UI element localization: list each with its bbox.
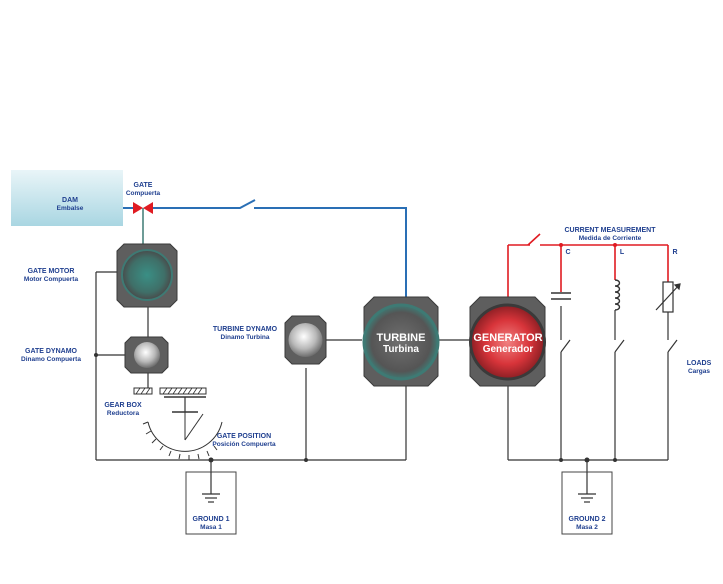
loads-subtitle: Cargas [687,368,711,376]
generator-label: GENERATOR Generador [468,332,548,355]
gate-valve-icon [133,202,153,244]
load-l-label: L [617,249,627,257]
ground2-subtitle: Masa 2 [576,524,598,532]
gate-title: GATE [133,182,153,189]
gate-motor-title: GATE MOTOR [27,268,75,275]
turbine-title: TURBINE [376,332,426,344]
dam-reservoir [11,170,123,226]
gear-box-icon [133,387,207,413]
ground1-subtitle: Masa 1 [200,524,222,532]
turbine-dynamo-subtitle: Dinamo Turbina [220,334,270,342]
current-measurement-title: CURRENT MEASUREMENT [564,227,656,234]
power-line [507,233,669,297]
gear-box-title: GEAR BOX [104,402,142,409]
gate-subtitle: Compuerta [125,190,161,198]
power-junctions [559,243,617,247]
dam-subtitle: Embalse [56,205,84,213]
control-wiring [95,271,678,472]
loads-label: LOADS Cargas [684,360,714,376]
gate-position-gear-icon [142,412,223,460]
gate-dynamo-subtitle: Dinamo Compuerta [21,356,81,364]
water-line [123,199,407,297]
dam-title: DAM [62,197,78,204]
gate-motor-label: GATE MOTOR Motor Compuerta [16,268,86,284]
dam-label: DAM Embalse [45,197,95,213]
gate-position-label: GATE POSITION Posición Compuerta [212,433,276,449]
load-c-label: C [563,249,573,257]
gate-dynamo-title: GATE DYNAMO [25,348,77,355]
inductor-icon [614,279,621,311]
turbine-dynamo-label: TURBINE DYNAMO Dinamo Turbina [210,326,280,342]
turbine-dynamo [284,315,327,365]
turbine-label: TURBINE Turbina [366,332,436,355]
current-measurement-label: CURRENT MEASUREMENT Medida de Corriente [562,227,658,243]
load-r-text: R [672,249,678,256]
gate-position-title: GATE POSITION [216,433,272,440]
ground1-icon [202,472,220,503]
generator [469,296,546,387]
turbine-dynamo-title: TURBINE DYNAMO [212,326,278,333]
load-l-text: L [619,249,625,256]
generator-subtitle: Generador [482,344,534,356]
ground2-title: GROUND 2 [568,516,606,523]
gear-box-subtitle: Reductora [106,410,140,418]
gate-motor [116,243,178,308]
gate-position-subtitle: Posición Compuerta [212,441,276,449]
current-measurement-subtitle: Medida de Corriente [578,235,642,243]
ground2-icon [578,472,596,503]
gate-label: GATE Compuerta [118,182,168,198]
ground1-title: GROUND 1 [192,516,230,523]
turbine [362,296,440,387]
turbine-subtitle: Turbina [383,344,419,356]
junction-dots [94,353,617,463]
gear-box-label: GEAR BOX Reductora [103,402,143,418]
generator-title: GENERATOR [473,332,543,344]
gate-motor-subtitle: Motor Compuerta [23,276,79,284]
load-r-label: R [670,249,680,257]
ground2-label: GROUND 2 Masa 2 [562,516,612,532]
gate-dynamo-label: GATE DYNAMO Dinamo Compuerta [14,348,88,364]
load-c-text: C [565,249,571,256]
loads-title: LOADS [686,360,712,367]
ground1-label: GROUND 1 Masa 1 [186,516,236,532]
variable-resistor-icon [655,281,681,313]
gate-dynamo [124,336,169,374]
capacitor-icon [551,292,571,300]
